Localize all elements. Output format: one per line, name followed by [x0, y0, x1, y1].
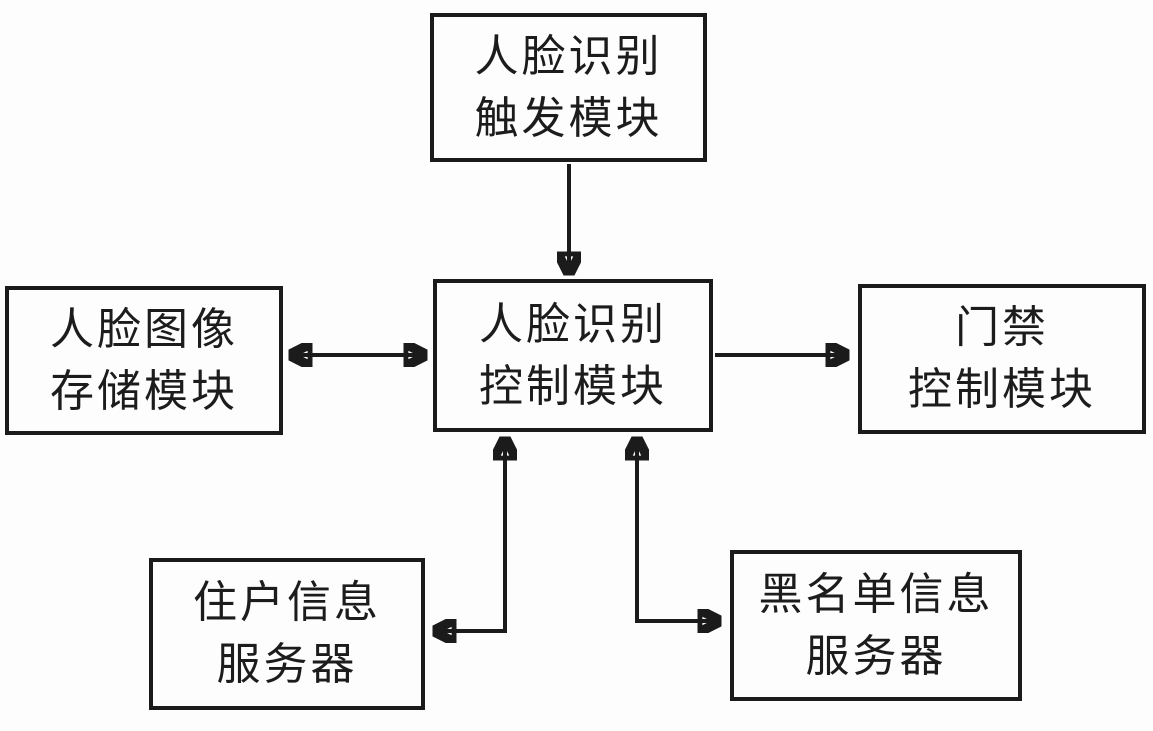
node-label-line: 服务器: [216, 640, 358, 689]
connector-control-resident-double-arrow: [436, 440, 505, 631]
node-access-control-module: 门禁 控制模块: [858, 284, 1146, 434]
node-label-line: 人脸识别: [474, 31, 663, 81]
node-face-recognition-control-module: 人脸识别 控制模块: [433, 279, 713, 432]
node-face-image-storage-module: 人脸图像 存储模块: [5, 286, 283, 435]
node-blacklist-info-server: 黑名单信息 服务器: [730, 550, 1022, 701]
node-label-line: 门禁: [955, 303, 1049, 352]
node-label-line: 住户信息: [193, 578, 381, 627]
node-label-line: 黑名单信息: [758, 569, 994, 619]
node-label-line: 控制模块: [908, 365, 1096, 414]
node-label-line: 存储模块: [50, 366, 238, 416]
node-label-line: 服务器: [805, 631, 947, 681]
connector-control-blacklist-double-arrow: [637, 440, 718, 621]
node-label-line: 人脸识别: [479, 299, 667, 349]
node-resident-info-server: 住户信息 服务器: [149, 558, 425, 710]
node-face-recognition-trigger-module: 人脸识别 触发模块: [430, 13, 707, 162]
node-label-line: 人脸图像: [50, 304, 238, 354]
node-label-line: 触发模块: [474, 93, 663, 143]
node-label-line: 控制模块: [479, 361, 667, 411]
